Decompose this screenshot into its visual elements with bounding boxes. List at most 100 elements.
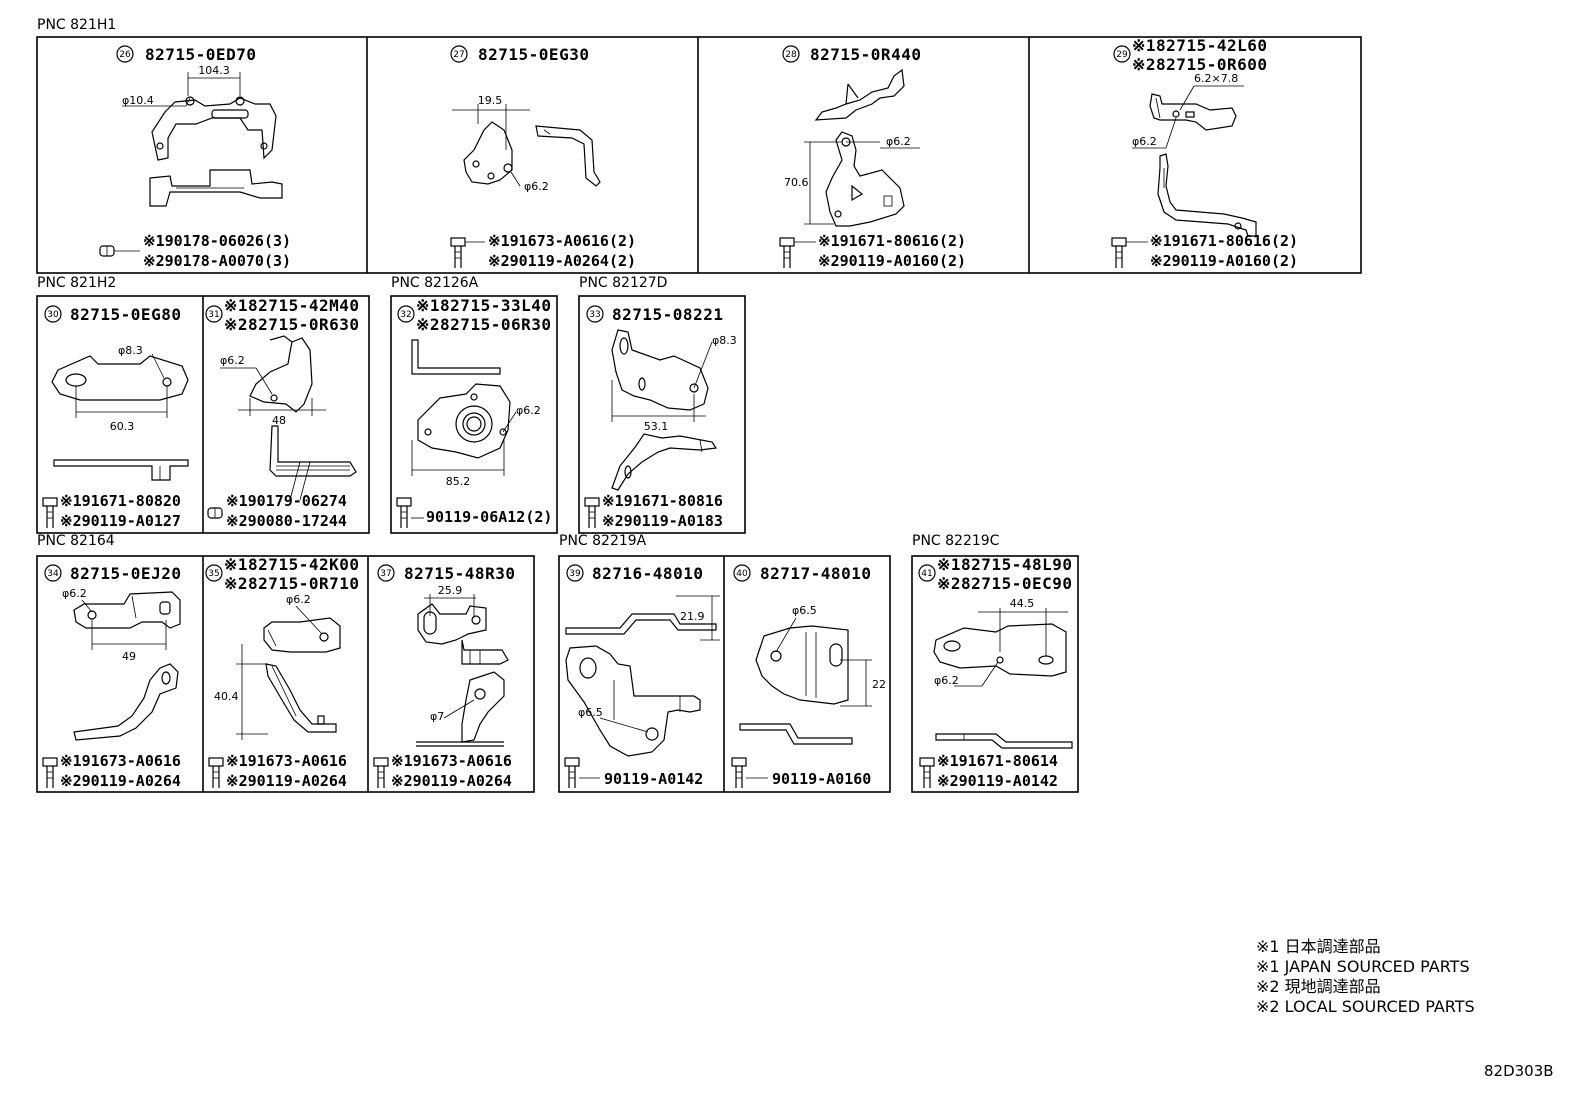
fastener-part-number[interactable]: 90119-A0160 — [772, 770, 871, 788]
dimension-label: 44.5 — [1010, 597, 1035, 610]
callout-circle — [116, 45, 134, 63]
bolt-icon — [42, 757, 58, 788]
dimension-label: 40.4 — [214, 690, 239, 703]
fastener-part-number[interactable]: ※191671-80616(2) — [1150, 232, 1298, 250]
pnc-label-82164: PNC 82164 — [37, 533, 115, 549]
part-number[interactable]: 82715-0ED70 — [145, 45, 256, 64]
legend: ※1 日本調達部品 ※1 JAPAN SOURCED PARTS ※2 現地調達… — [1256, 937, 1475, 1016]
part-number[interactable]: ※282715-0R710 — [224, 574, 360, 593]
callout-circle — [44, 305, 62, 323]
fastener-part-number[interactable]: ※191673-A0616(2) — [488, 232, 636, 250]
callout-number: 37 — [380, 569, 391, 579]
dimension-label: 104.3 — [198, 64, 230, 77]
pnc-label-82127d: PNC 82127D — [579, 275, 667, 291]
fastener-part-number[interactable]: ※290119-A0183 — [602, 512, 723, 530]
callout-circle — [782, 45, 800, 63]
group-frames — [36, 36, 1362, 793]
callout-circle — [1113, 45, 1131, 63]
part-number[interactable]: ※182715-33L40 — [416, 296, 552, 315]
fastener-part-number[interactable]: ※290178-A0070(3) — [143, 252, 291, 270]
part-number[interactable]: ※282715-0EC90 — [937, 574, 1073, 593]
fastener-part-number[interactable]: ※290119-A0264 — [60, 772, 181, 790]
part-number[interactable]: 82715-08221 — [612, 305, 723, 324]
frame-82126a — [390, 295, 558, 534]
fastener-part-number[interactable]: ※191671-80616(2) — [818, 232, 966, 250]
fastener-part-number[interactable]: ※290080-17244 — [226, 512, 347, 530]
callout-circle — [733, 564, 751, 582]
cell-41: 41 ※182715-48L90 ※282715-0EC90 44.5 φ6.2… — [918, 555, 1073, 790]
callout-circle — [450, 45, 468, 63]
fastener-part-number[interactable]: ※191671-80820 — [60, 492, 181, 510]
part-number[interactable]: ※182715-42M40 — [224, 296, 360, 315]
callout-number: 30 — [47, 310, 59, 320]
dimension-label: 21.9 — [680, 610, 705, 623]
part-number[interactable]: ※182715-42L60 — [1132, 36, 1268, 55]
part-number[interactable]: ※282715-0R600 — [1132, 55, 1268, 74]
fastener-part-number[interactable]: ※191671-80614 — [937, 752, 1058, 770]
legend-japan-jp: ※1 日本調達部品 — [1256, 937, 1381, 956]
dimension-label: φ6.5 — [792, 604, 817, 617]
part-number[interactable]: ※282715-06R30 — [416, 315, 552, 334]
fastener-part-number[interactable]: ※191671-80816 — [602, 492, 723, 510]
dimension-label: 25.9 — [438, 584, 463, 597]
cell-30: 30 82715-0EG80 φ8.3 60.3 ※191671-80820 ※… — [42, 305, 189, 530]
fastener-part-number[interactable]: 90119-06A12(2) — [426, 508, 552, 526]
dimension-label: φ6.5 — [578, 706, 603, 719]
frame-82164 — [36, 555, 535, 793]
nut-icon — [99, 245, 140, 257]
fastener-part-number[interactable]: ※290119-A0142 — [937, 772, 1058, 790]
part-number[interactable]: ※282715-0R630 — [224, 315, 360, 334]
dimension-label: 60.3 — [110, 420, 135, 433]
part-number[interactable]: 82715-0EG80 — [70, 305, 181, 324]
fastener-part-number[interactable]: ※290119-A0264 — [226, 772, 347, 790]
callout-number: 28 — [785, 50, 797, 60]
dimension-label: φ8.3 — [118, 344, 143, 357]
bolt-icon — [731, 757, 768, 788]
callout-number: 33 — [589, 310, 600, 320]
fastener-part-number[interactable]: ※190178-06026(3) — [143, 232, 291, 250]
dimension-label: φ10.4 — [122, 94, 154, 107]
callout-number: 40 — [736, 569, 748, 579]
frame-82127d — [578, 295, 746, 534]
fastener-part-number[interactable]: 90119-A0142 — [604, 770, 703, 788]
dimension-label: φ6.2 — [524, 180, 549, 193]
fastener-part-number[interactable]: ※290119-A0264(2) — [488, 252, 636, 270]
fastener-part-number[interactable]: ※290119-A0160(2) — [1150, 252, 1298, 270]
callout-circle — [377, 564, 395, 582]
part-number[interactable]: ※182715-42K00 — [224, 555, 360, 574]
callout-circle — [397, 305, 415, 323]
callout-circle — [918, 564, 936, 582]
dimension-label: φ7 — [430, 710, 444, 723]
bolt-icon — [1111, 237, 1148, 268]
legend-japan-en: ※1 JAPAN SOURCED PARTS — [1256, 957, 1470, 976]
fastener-part-number[interactable]: ※290119-A0264 — [391, 772, 512, 790]
fastener-part-number[interactable]: ※191673-A0616 — [60, 752, 181, 770]
part-number[interactable]: 82717-48010 — [760, 564, 871, 583]
bolt-icon — [208, 757, 224, 788]
part-number[interactable]: 82715-0EJ20 — [70, 564, 181, 583]
callout-number: 29 — [1116, 50, 1128, 60]
part-number[interactable]: 82715-0EG30 — [478, 45, 589, 64]
dimension-label: 6.2×7.8 — [1194, 72, 1238, 85]
dimension-label: φ6.2 — [286, 593, 311, 606]
part-number[interactable]: ※182715-48L90 — [937, 555, 1073, 574]
fastener-part-number[interactable]: ※290119-A0160(2) — [818, 252, 966, 270]
cell-32: 32 ※182715-33L40 ※282715-06R30 φ6.2 85.2… — [396, 296, 552, 528]
fastener-part-number[interactable]: ※190179-06274 — [226, 492, 347, 510]
part-number[interactable]: 82715-0R440 — [810, 45, 921, 64]
pnc-label-821h2: PNC 821H2 — [37, 275, 116, 291]
callout-number: 34 — [47, 569, 59, 579]
fastener-part-number[interactable]: ※191673-A0616 — [226, 752, 347, 770]
callout-number: 41 — [921, 569, 932, 579]
bolt-icon — [564, 757, 600, 788]
dimension-label: φ6.2 — [886, 135, 911, 148]
bolt-icon — [396, 497, 424, 528]
part-number[interactable]: 82715-48R30 — [404, 564, 515, 583]
cell-29: 29 ※182715-42L60 ※282715-0R600 6.2×7.8 φ… — [1111, 36, 1298, 270]
dimension-label: φ6.2 — [62, 587, 87, 600]
fastener-part-number[interactable]: ※290119-A0127 — [60, 512, 181, 530]
part-number[interactable]: 82716-48010 — [592, 564, 703, 583]
fastener-part-number[interactable]: ※191673-A0616 — [391, 752, 512, 770]
cell-31: 31 ※182715-42M40 ※282715-0R630 φ6.2 48 ※… — [205, 296, 360, 530]
